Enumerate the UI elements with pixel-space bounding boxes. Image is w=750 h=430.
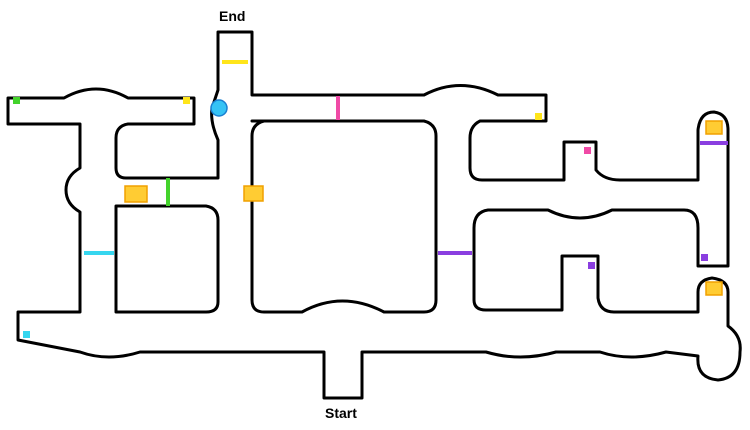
yellow-key-right[interactable] bbox=[535, 113, 542, 120]
start-label: Start bbox=[325, 405, 357, 421]
purple-key-upper[interactable] bbox=[701, 254, 708, 261]
keys bbox=[13, 97, 708, 338]
doors bbox=[84, 60, 728, 255]
treasures bbox=[124, 120, 723, 296]
gold-treasure-right-bottom[interactable] bbox=[705, 281, 723, 296]
gold-treasure-left[interactable] bbox=[124, 185, 148, 203]
gold-treasure-right-top[interactable] bbox=[705, 120, 723, 135]
player-token[interactable] bbox=[210, 99, 228, 117]
gold-treasure-center[interactable] bbox=[243, 185, 264, 202]
maze-corridors bbox=[8, 32, 740, 398]
wall-outer bbox=[6, 30, 742, 400]
yellow-key-left[interactable] bbox=[183, 97, 190, 104]
purple-key-lower[interactable] bbox=[588, 262, 595, 269]
maze-walls bbox=[6, 30, 742, 400]
cyan-key[interactable] bbox=[23, 331, 30, 338]
end-label: End bbox=[219, 8, 246, 24]
green-key[interactable] bbox=[13, 97, 20, 104]
wall-inner-center bbox=[250, 119, 438, 314]
pink-key[interactable] bbox=[584, 147, 591, 154]
wall-inner-left bbox=[114, 204, 220, 314]
